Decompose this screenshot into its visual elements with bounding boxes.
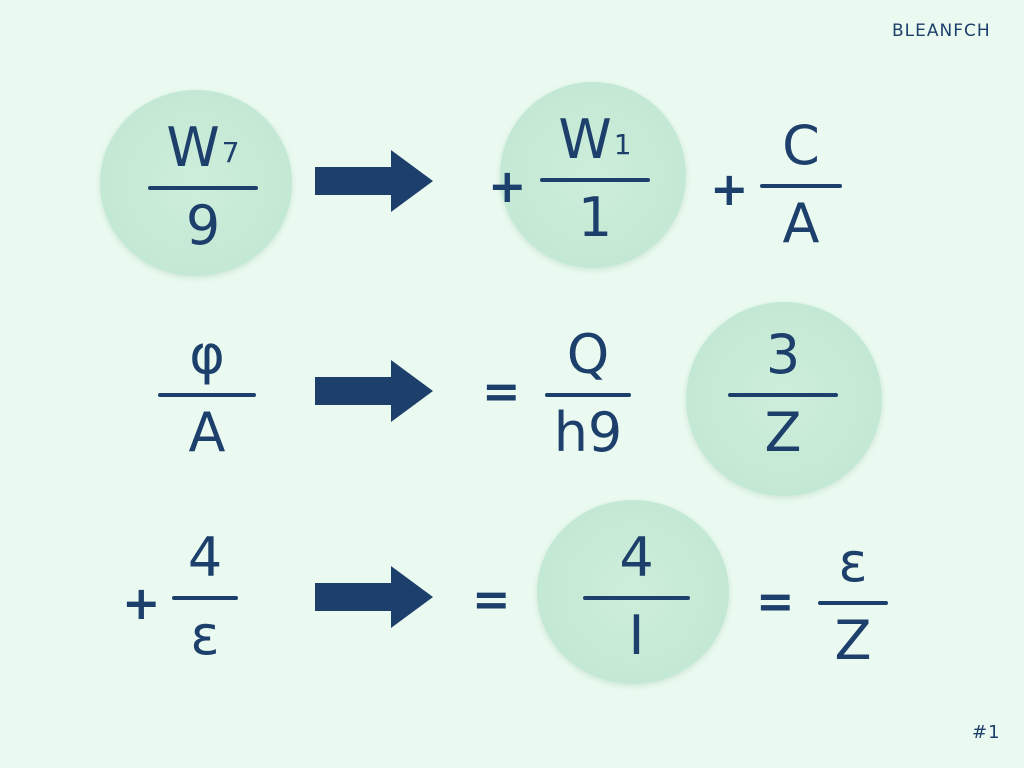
denominator: Z [834,609,872,672]
fraction: φ A [158,325,256,465]
fraction-bar [540,178,650,182]
highlight-blob [500,82,686,268]
denominator: h9 [553,401,623,464]
numerator: C [782,114,820,177]
denominator: Z [764,401,802,464]
highlight-blob [686,302,882,496]
fraction-bar [172,596,238,600]
fraction: W7 9 [148,118,258,258]
page-number: #1 [972,722,1001,743]
fraction: 3 Z [728,325,838,465]
plus-operator: + [710,162,749,216]
equals-operator: = [756,574,795,628]
fraction-bar [148,186,258,190]
numerator: 4 [187,526,223,589]
subscript: 1 [613,128,632,161]
arrow-right-icon [315,566,433,628]
fraction-bar [760,184,842,188]
denominator: I [628,604,645,667]
denominator: A [188,401,226,464]
denominator: 1 [577,186,613,249]
plus-operator: + [122,576,161,630]
fraction-bar [545,393,631,397]
fraction: 4 I [583,528,690,668]
numerator: W [558,108,612,171]
numerator: W [166,116,220,179]
highlight-blob [537,500,729,684]
fraction-bar [158,393,256,397]
numerator: 4 [619,526,654,589]
fraction-bar [583,596,690,600]
numerator: φ [189,323,225,386]
arrow-right-icon [315,360,433,422]
arrow-right-icon [315,150,433,212]
fraction: 4 ε [172,528,238,668]
fraction: W1 1 [540,110,650,250]
numerator: ε [838,531,868,594]
numerator: 3 [765,323,801,386]
equals-operator: = [472,572,511,626]
equals-operator: = [482,364,521,418]
fraction: Q h9 [545,325,631,465]
denominator: A [782,192,820,255]
denominator: 9 [185,194,221,257]
fraction-bar [818,601,888,605]
fraction: C A [760,116,842,256]
fraction: ε Z [818,533,888,673]
plus-operator: + [488,159,527,213]
numerator: Q [566,323,610,386]
fraction-bar [728,393,838,397]
header-label: BLEANFCH [892,21,991,41]
subscript: 7 [221,136,240,169]
denominator: ε [190,604,220,667]
highlight-blob [100,90,292,276]
